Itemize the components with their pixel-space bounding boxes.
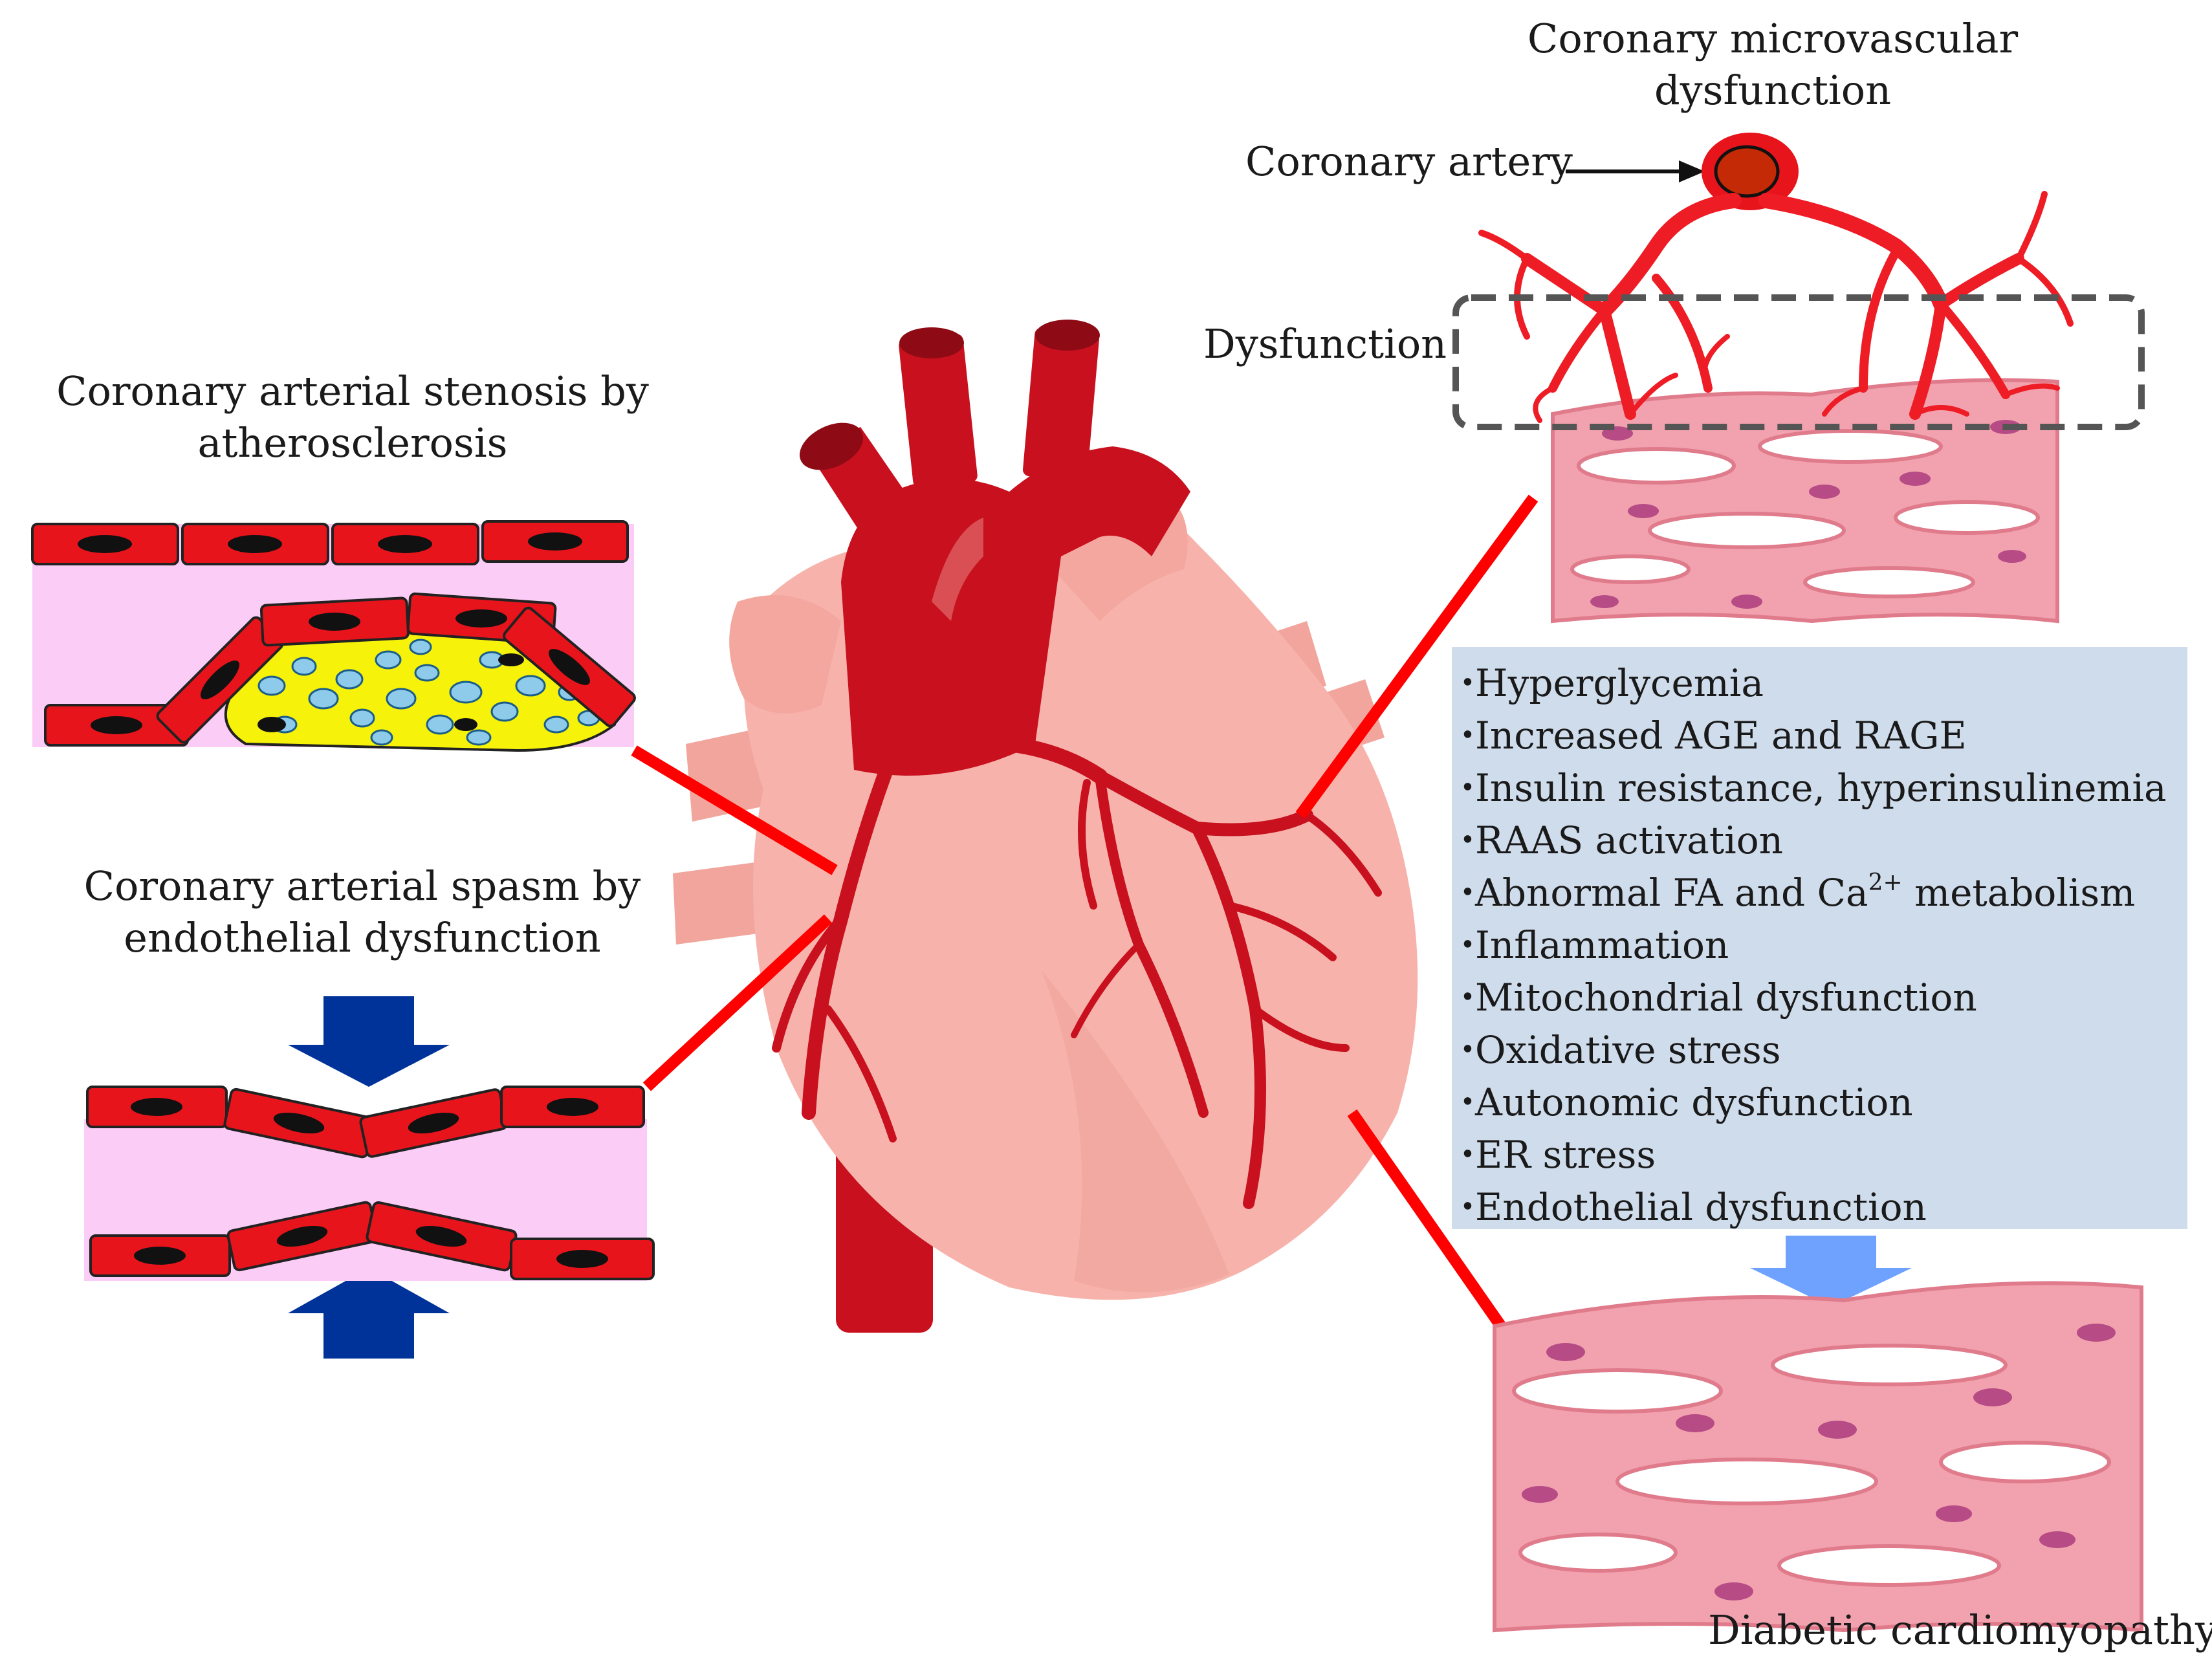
spasm-title-line1: Coronary arterial spasm by (83, 862, 641, 910)
risk-factor-item: ･Mitochondrial dysfunction (1458, 972, 2187, 1024)
stenosis-title-line1: Coronary arterial stenosis by (56, 367, 649, 415)
stenosis-top-nuclei (78, 532, 582, 553)
risk-factor-text: Insulin resistance, hyperinsulinemia (1475, 766, 2167, 810)
coronary-artery-lumen (1714, 145, 1780, 198)
bullet: ･ (1458, 1080, 1478, 1124)
risk-factor-text: ER stress (1475, 1133, 1656, 1177)
microvascular-title-line2: dysfunction (1654, 67, 1892, 114)
outcome-arrow (1750, 1236, 1912, 1307)
risk-factor-item: ･Increased AGE and RAGE (1458, 710, 2187, 762)
bullet: ･ (1458, 871, 1478, 915)
risk-factor-text: Inflammation (1475, 923, 1729, 967)
risk-factor-list: ･Hyperglycemia ･Increased AGE and RAGE ･… (1458, 657, 2187, 1234)
bullet: ･ (1458, 714, 1478, 758)
risk-factor-item: ･Inflammation (1458, 919, 2187, 972)
connector-cardiomyopathy (1347, 1109, 1506, 1330)
bullet: ･ (1458, 1133, 1478, 1177)
risk-factor-item: ･Insulin resistance, hyperinsulinemia (1458, 762, 2187, 814)
risk-factor-text: Abnormal FA and Ca (1475, 871, 1868, 915)
connector-stenosis (631, 745, 838, 875)
coronary-vessels (772, 736, 1382, 1209)
pressure-arrow-down (288, 996, 450, 1087)
pulmonary-vein-left-2 (673, 860, 773, 945)
stenosis-title-line2: atherosclerosis (197, 419, 508, 466)
risk-factor-item: ･Autonomic dysfunction (1458, 1076, 2187, 1129)
bullet: ･ (1458, 766, 1478, 810)
stenosis-vessel-illustration (31, 520, 636, 752)
stenosis-bottom-nuclei (91, 609, 590, 734)
left-carotid-opening (1035, 320, 1100, 351)
dysfunction-label: Dysfunction (1203, 320, 1447, 367)
bullet: ･ (1458, 818, 1478, 862)
risk-factor-box: ･Hyperglycemia ･Increased AGE and RAGE ･… (1452, 647, 2187, 1229)
bullet: ･ (1458, 1185, 1478, 1229)
left-atrium (729, 595, 841, 714)
risk-factor-text: Mitochondrial dysfunction (1475, 976, 1977, 1020)
risk-factor-text-tail: metabolism (1902, 871, 2136, 915)
connector-lines (631, 494, 1539, 1330)
pulmonary-opening (799, 422, 864, 470)
connector-microvascular (1295, 494, 1539, 819)
coronary-artery-pointer-head (1679, 160, 1705, 182)
risk-factor-text: Autonomic dysfunction (1475, 1080, 1913, 1124)
risk-factor-item: ･ER stress (1458, 1129, 2187, 1181)
pressure-arrow-up (288, 1268, 450, 1359)
risk-factor-item: ･Oxidative stress (1458, 1024, 2187, 1076)
dysfunction-region (1452, 294, 2145, 430)
microvascular-illustration (1452, 133, 2145, 624)
bullet: ･ (1458, 1028, 1478, 1072)
microvessel-tree (1478, 191, 2074, 423)
microvascular-title-line1: Coronary microvascular (1527, 15, 2019, 62)
muscle-tissue-upper (1551, 378, 2059, 624)
risk-factor-text: Endothelial dysfunction (1475, 1185, 1927, 1229)
lipid-droplets (257, 639, 600, 746)
plaque-nuclei (257, 653, 524, 732)
risk-factor-text: Oxidative stress (1475, 1028, 1781, 1072)
coronary-artery-label: Coronary artery (1245, 138, 1573, 185)
risk-factor-item: ･Hyperglycemia (1458, 657, 2187, 710)
bullet: ･ (1458, 661, 1478, 705)
risk-factor-text: Hyperglycemia (1475, 661, 1764, 705)
heart-illustration (673, 320, 1418, 1333)
risk-factor-item: ･Abnormal FA and Ca2+ metabolism (1458, 867, 2187, 919)
risk-factor-text: RAAS activation (1475, 818, 1784, 862)
risk-factor-text: Increased AGE and RAGE (1475, 714, 1967, 758)
muscle-tissue-lower (1493, 1281, 2143, 1633)
aorta-highlight (932, 518, 983, 621)
brachiocephalic-opening (899, 327, 964, 358)
left-carotid-artery (1023, 327, 1099, 481)
diabetic-cardiomyopathy-label: Diabetic cardiomyopathy (1708, 1606, 2212, 1654)
risk-factor-item: ･RAAS activation (1458, 814, 2187, 867)
calcium-charge: 2+ (1868, 869, 1903, 896)
brachiocephalic-artery (899, 334, 978, 488)
spasm-vessel-illustration (84, 996, 655, 1359)
bullet: ･ (1458, 923, 1478, 967)
spasm-bottom-nuclei (134, 1225, 608, 1268)
heart-shading (1042, 970, 1229, 1293)
spasm-title-line2: endothelial dysfunction (124, 914, 601, 961)
spasm-top-nuclei (131, 1098, 598, 1134)
risk-factor-item: ･Endothelial dysfunction (1458, 1181, 2187, 1234)
bullet: ･ (1458, 976, 1478, 1020)
connector-spasm (642, 914, 833, 1091)
